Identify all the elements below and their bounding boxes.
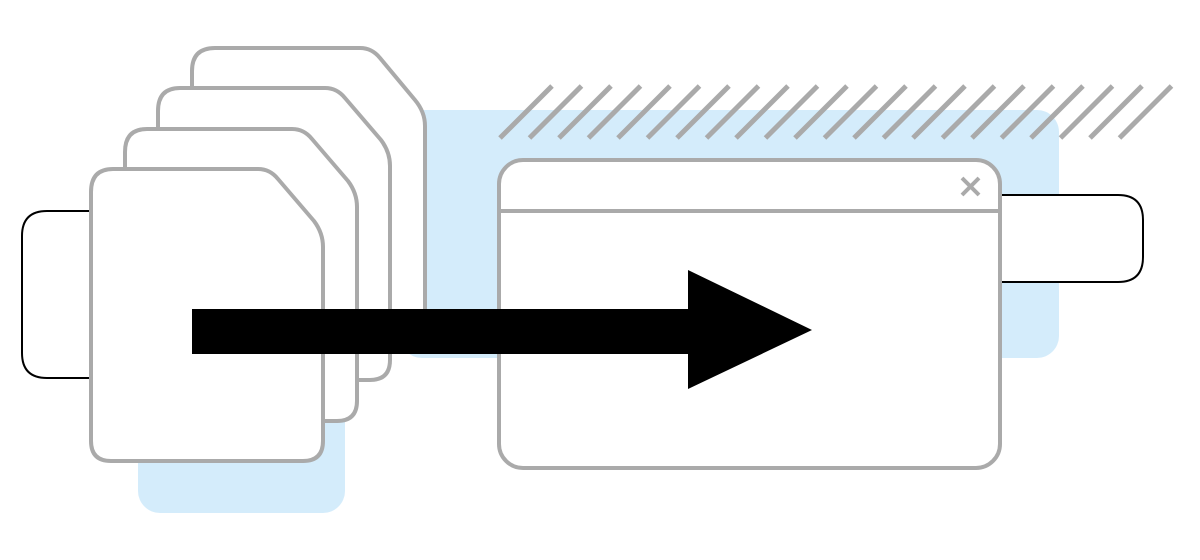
document-stack-icon <box>89 46 427 463</box>
hatch-line <box>734 84 790 140</box>
hatch-line <box>557 84 613 140</box>
right-arrow-icon <box>192 270 812 389</box>
hatch-line <box>1088 84 1144 140</box>
right-tab-outline <box>990 194 1144 283</box>
left-tab-outline <box>21 210 95 379</box>
hatch-line <box>911 84 967 140</box>
hatch-line <box>498 84 554 140</box>
hatch-line <box>645 84 702 140</box>
hatch-line <box>1029 84 1085 140</box>
close-icon[interactable] <box>960 176 981 197</box>
hatch-line <box>881 84 938 140</box>
hatch-line <box>763 84 820 140</box>
hatch-line <box>616 84 672 140</box>
hatch-line <box>586 84 643 140</box>
hatch-line <box>999 84 1056 140</box>
hatch-line <box>970 84 1026 140</box>
hatch-line <box>852 84 908 140</box>
hatched-wall <box>498 84 1174 140</box>
hatch-line <box>793 84 849 140</box>
hatch-line <box>704 84 761 140</box>
hatch-line <box>675 84 731 140</box>
hatch-line <box>1117 84 1174 140</box>
hatch-line <box>940 84 997 140</box>
hatch-line <box>527 84 584 140</box>
hatch-line <box>1058 84 1115 140</box>
hatch-line <box>822 84 879 140</box>
